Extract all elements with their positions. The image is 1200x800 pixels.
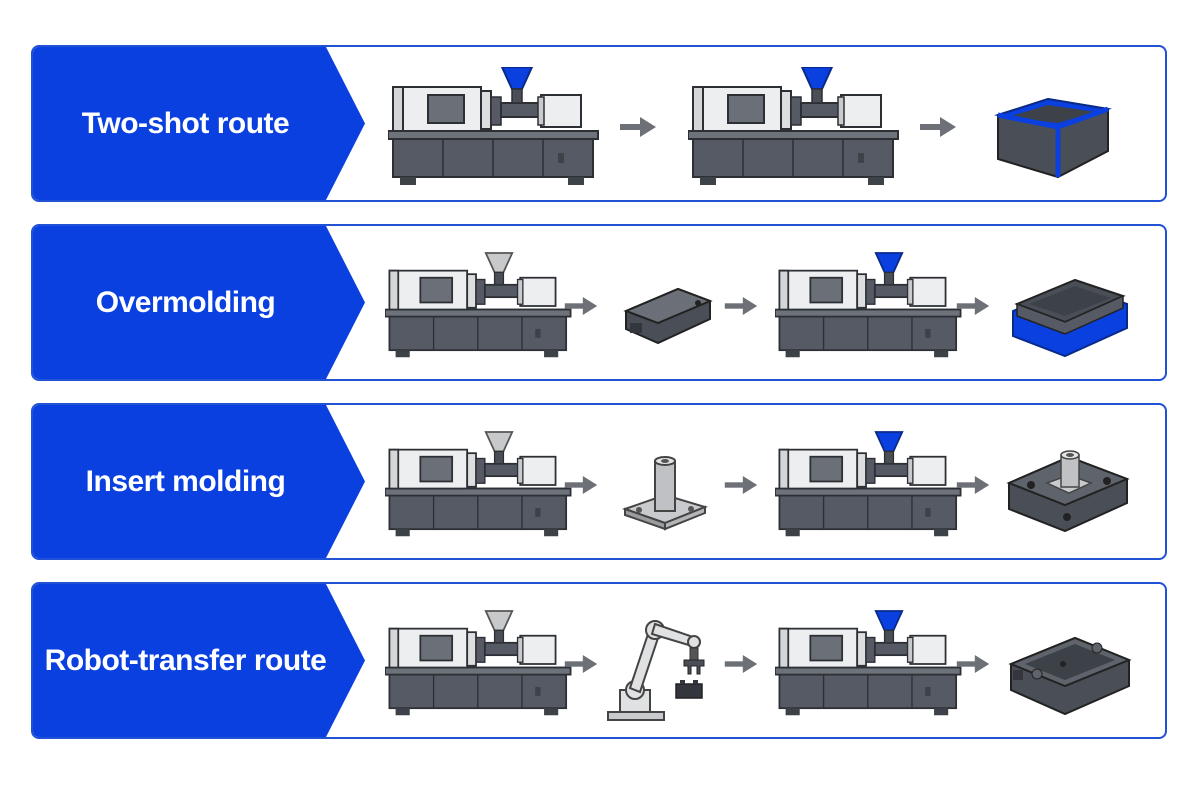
arrow-right-icon	[723, 473, 759, 497]
arrow-right-icon	[563, 473, 599, 497]
injection-molding-machine-icon	[385, 246, 575, 366]
route-label-arrow	[33, 226, 365, 379]
injection-molding-machine-icon	[385, 604, 575, 724]
arrow-right-icon	[563, 294, 599, 318]
route-label-arrow	[33, 584, 365, 737]
arrow-right-icon	[955, 294, 991, 318]
route-label-arrow	[33, 405, 365, 558]
arrow-right-icon	[563, 652, 599, 676]
injection-molding-machine-icon	[688, 67, 903, 187]
metal-insert-icon	[621, 447, 711, 537]
arrow-right-icon	[618, 115, 658, 139]
route-label: Overmolding	[95, 285, 276, 319]
two-material-tray-icon	[988, 89, 1118, 189]
route-label-arrow	[33, 47, 365, 200]
overmolded-part-icon	[1005, 266, 1135, 361]
route-label: Robot-transfer route	[44, 643, 327, 677]
route-row-insert-molding: Insert molding	[31, 403, 1167, 560]
robot-arm-icon	[598, 608, 718, 723]
route-label: Two-shot route	[81, 106, 290, 140]
injection-molding-machine-icon	[775, 425, 965, 545]
injection-molding-machine-icon	[775, 604, 965, 724]
arrow-right-icon	[955, 473, 991, 497]
housing-part-icon	[1005, 620, 1135, 720]
arrow-right-icon	[918, 115, 958, 139]
injection-molding-machine-icon	[775, 246, 965, 366]
route-label: Insert molding	[85, 464, 286, 498]
injection-molding-machine-icon	[385, 425, 575, 545]
substrate-part-icon	[618, 271, 718, 351]
route-row-two-shot: Two-shot route	[31, 45, 1167, 202]
insert-molded-part-icon	[1003, 435, 1133, 535]
route-row-robot-transfer: Robot-transfer route	[31, 582, 1167, 739]
route-row-overmolding: Overmolding	[31, 224, 1167, 381]
arrow-right-icon	[723, 294, 759, 318]
injection-molding-machine-icon	[388, 67, 603, 187]
arrow-right-icon	[723, 652, 759, 676]
arrow-right-icon	[955, 652, 991, 676]
